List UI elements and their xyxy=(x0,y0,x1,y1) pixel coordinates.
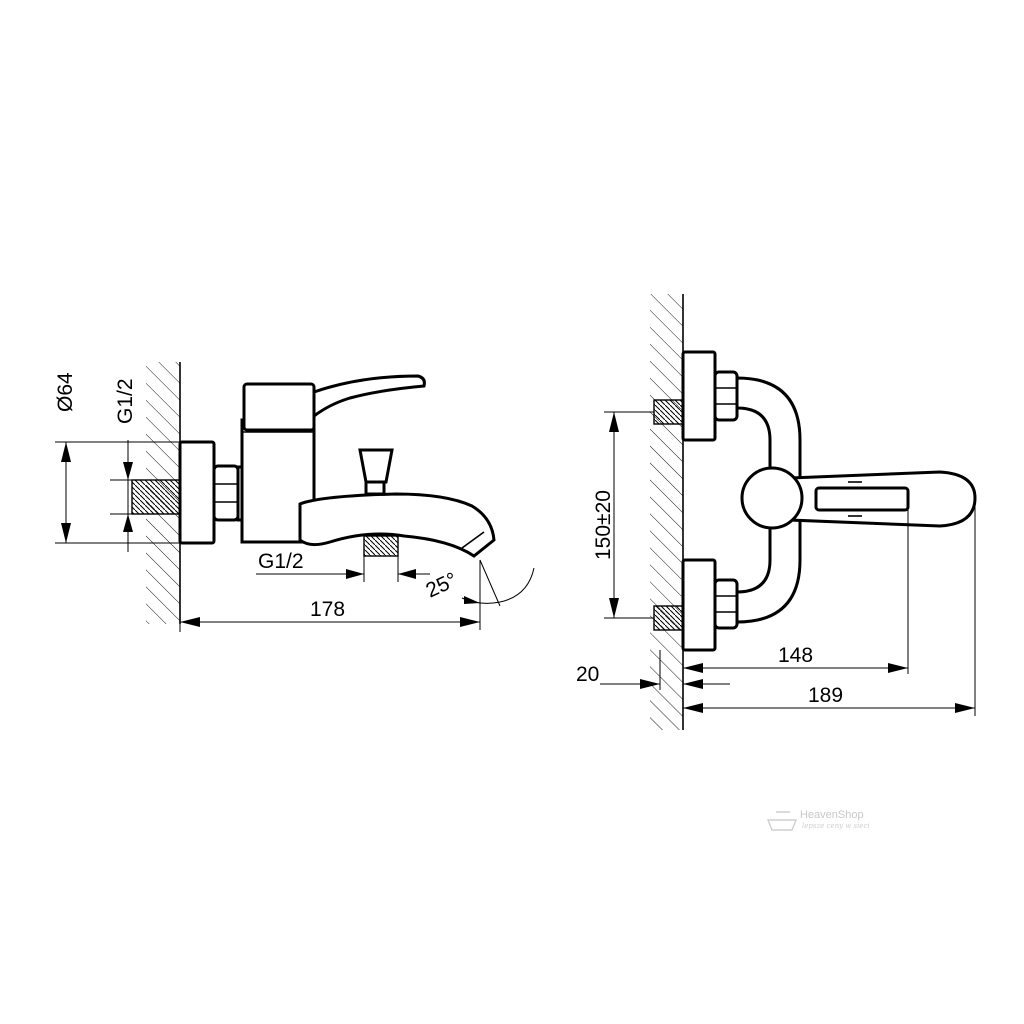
wall-hatch-right xyxy=(650,294,683,730)
nut-upper xyxy=(713,370,739,422)
escutcheon-lower xyxy=(681,558,717,652)
dim-length-label: 178 xyxy=(310,598,345,621)
hex-nut-left xyxy=(212,464,240,522)
inlet-thread-left xyxy=(131,479,181,515)
escutcheon-upper xyxy=(681,350,717,442)
thread-lower xyxy=(653,605,684,631)
dim-thread-inlet-label: G1/2 xyxy=(114,378,137,424)
right-view: 150±20 20 148 189 xyxy=(576,294,977,730)
handle-cap xyxy=(242,382,316,432)
dim-angle-label: 25° xyxy=(422,568,461,602)
spout-left xyxy=(298,492,496,558)
watermark-brand: HeavenShop xyxy=(800,809,864,821)
dim-diameter-label: Ø64 xyxy=(54,372,77,412)
dim-centers-label: 150±20 xyxy=(592,490,615,560)
spout-tip xyxy=(814,486,910,512)
thread-upper xyxy=(653,399,684,425)
dim-spout-label: 148 xyxy=(778,644,813,667)
dim-overall-label: 189 xyxy=(808,684,843,707)
diverter-knob xyxy=(358,448,394,484)
watermark-tagline: lepsze ceny w sieci xyxy=(802,822,870,830)
lever-handle xyxy=(312,374,426,419)
dim-wall-label: 20 xyxy=(576,663,599,686)
escutcheon-left xyxy=(178,440,216,545)
nut-lower xyxy=(713,578,739,630)
watermark: HeavenShop lepsze ceny w sieci xyxy=(766,809,870,831)
handle-circle xyxy=(740,466,804,530)
bathtub-icon xyxy=(766,811,798,831)
diverter-stem xyxy=(364,480,386,496)
outlet-thread-left xyxy=(363,535,399,557)
left-view: Ø64 G1/2 G1/2 25° 178 xyxy=(54,362,535,632)
body-plan xyxy=(735,376,802,624)
dim-thread-outlet-label: G1/2 xyxy=(258,550,304,573)
